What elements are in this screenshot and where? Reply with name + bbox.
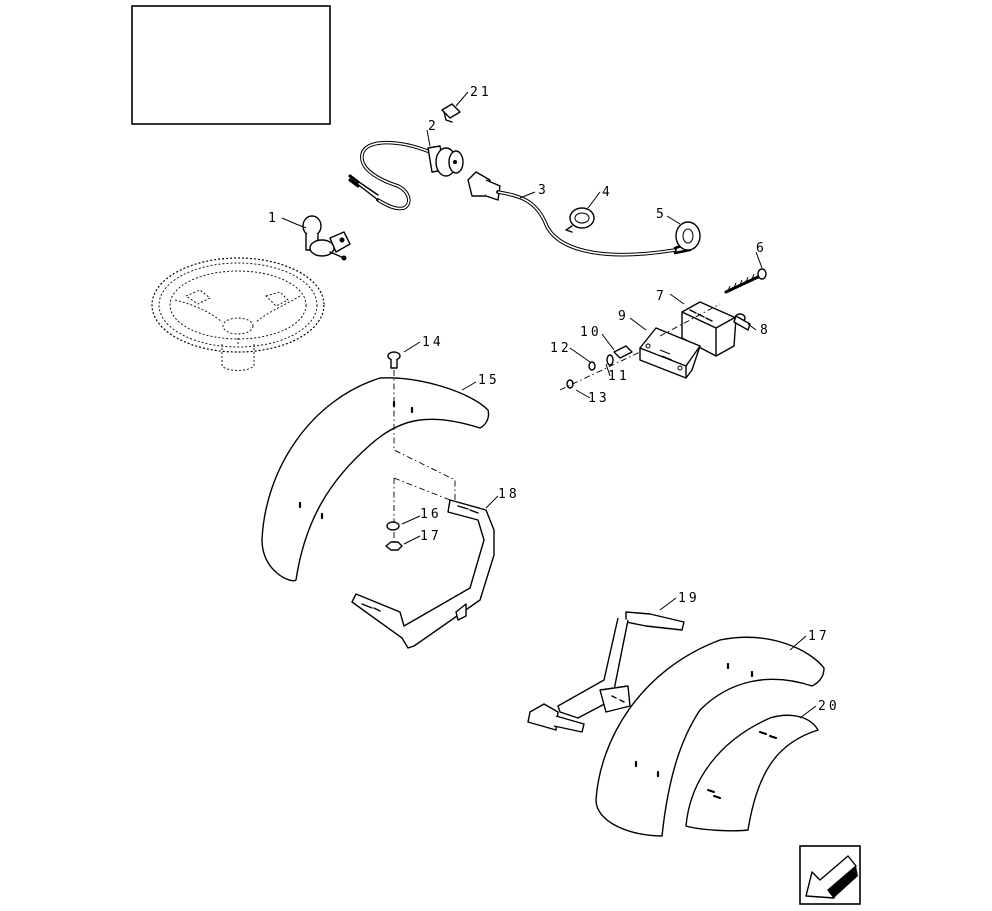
callout-11: 11: [608, 369, 630, 384]
part-5-grommet[interactable]: [675, 221, 701, 251]
callout-15: 16: [420, 507, 442, 522]
part-21-clip[interactable]: [441, 103, 461, 123]
part-9-reflector-block[interactable]: [639, 327, 701, 379]
callout-10: 10: [580, 325, 602, 340]
part-1-horn-knob[interactable]: [302, 215, 351, 261]
steering-wheel[interactable]: [151, 257, 325, 371]
callout-8: 8: [760, 323, 771, 338]
part-15-washer[interactable]: [386, 521, 400, 531]
part-12-nut[interactable]: [588, 361, 596, 371]
part-18-bracket[interactable]: [351, 499, 495, 649]
arrow-back-icon[interactable]: [799, 845, 861, 905]
part-7-lamp-housing[interactable]: [681, 301, 737, 357]
part-19-bracket[interactable]: [527, 611, 685, 733]
callout-21: 21: [470, 85, 492, 100]
part-11-washer[interactable]: [606, 354, 614, 366]
callout-3: 3: [538, 183, 549, 198]
callout-leaders: [281, 91, 817, 719]
callout-2: 2: [428, 119, 439, 134]
lamp-assembly-axis: [559, 303, 721, 391]
callout-labels: 1 2 3 4 5 6 7 8 9 10 11 12 13 14 15 16 1…: [268, 85, 840, 714]
callout-14: 14: [422, 335, 444, 350]
callout-12: 12: [550, 341, 572, 356]
part-20-mud-flap[interactable]: [685, 714, 819, 832]
callout-18: 18: [498, 487, 520, 502]
part-17-lower-fender[interactable]: [595, 636, 825, 837]
part-4-cable-clamp[interactable]: [565, 207, 595, 233]
part-6-screw[interactable]: [724, 268, 767, 294]
part-16-nut[interactable]: [385, 541, 403, 551]
part-2-cable-plug[interactable]: [348, 140, 464, 211]
callout-6: 6: [756, 241, 767, 256]
part-10-bushing[interactable]: [613, 345, 633, 359]
callout-1: 1: [268, 211, 279, 226]
upper-assembly-axis: [393, 370, 456, 545]
callout-7: 7: [656, 289, 667, 304]
callout-20: 20: [818, 699, 840, 714]
callout-13: 13: [588, 391, 610, 406]
part-14-bolt[interactable]: [387, 351, 401, 369]
callout-19: 19: [678, 591, 700, 606]
part-17-upper-fender[interactable]: [261, 377, 490, 582]
callout-9: 9: [618, 309, 629, 324]
callout-4: 4: [602, 185, 613, 200]
callout-17-lower: 17: [808, 629, 830, 644]
callout-17-upper: 15: [478, 373, 500, 388]
part-8-bulb[interactable]: [733, 313, 751, 331]
callout-5: 5: [656, 207, 667, 222]
title-block: [131, 5, 331, 125]
callout-16: 17: [420, 529, 442, 544]
